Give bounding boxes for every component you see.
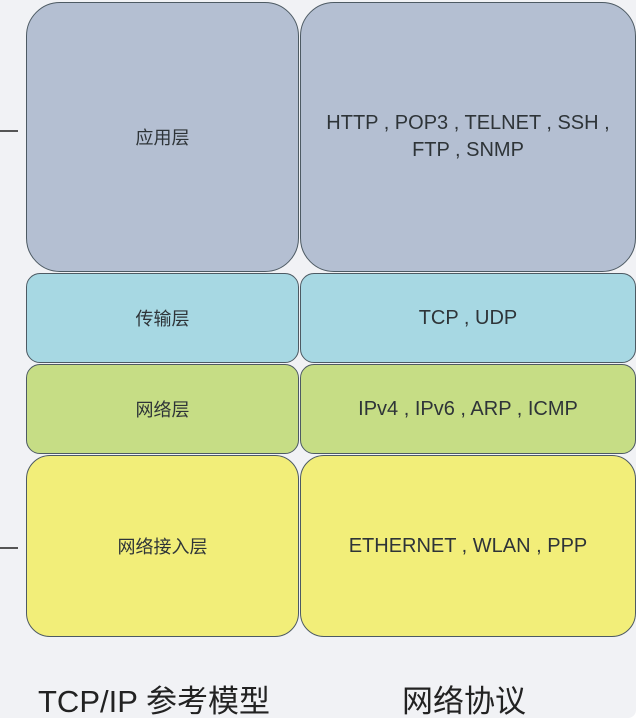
protocols-network: IPv4 , IPv6 , ARP , ICMP <box>300 364 636 454</box>
protocol-list: TCP , UDP <box>418 306 518 329</box>
caption-protocols: 网络协议 <box>402 684 526 719</box>
protocols-application: HTTP , POP3 , TELNET , SSH , FTP , SNMP <box>300 2 636 272</box>
layer-name: 网络层 <box>135 400 190 420</box>
layer-name: 网络接入层 <box>117 537 208 557</box>
layer-name: 传输层 <box>135 309 190 329</box>
protocol-list: HTTP , POP3 , TELNET , SSH , FTP , SNMP <box>326 112 610 161</box>
connector-tick <box>0 130 18 132</box>
layer-network: 网络层 <box>26 364 299 454</box>
connector-tick <box>0 547 18 549</box>
protocols-network-access: ETHERNET , WLAN , PPP <box>300 455 636 637</box>
caption-model: TCP/IP 参考模型 <box>38 684 270 719</box>
protocols-transport: TCP , UDP <box>300 273 636 363</box>
protocol-list: ETHERNET , WLAN , PPP <box>348 534 588 557</box>
protocol-list: IPv4 , IPv6 , ARP , ICMP <box>358 397 578 420</box>
layer-name: 应用层 <box>135 128 190 148</box>
layer-network-access: 网络接入层 <box>26 455 299 637</box>
layer-transport: 传输层 <box>26 273 299 363</box>
layer-application: 应用层 <box>26 2 299 272</box>
